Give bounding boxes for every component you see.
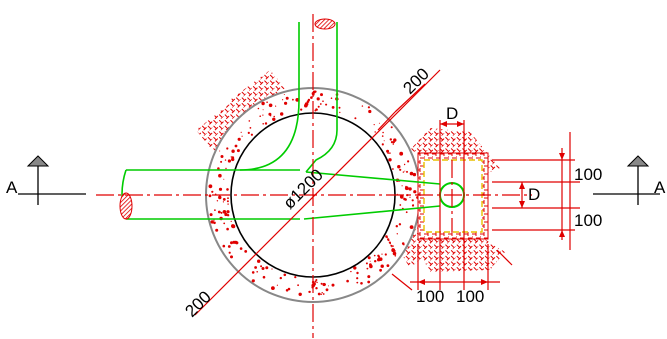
sleeve-diameter-right-label: D xyxy=(528,185,540,204)
main-pipe xyxy=(126,169,300,220)
pipes xyxy=(121,22,441,220)
clearance-top-label: 100 xyxy=(574,165,602,184)
wall-thickness-top-label: 200 xyxy=(399,64,432,97)
left-pipe-cap xyxy=(119,192,133,220)
sleeve-box xyxy=(417,152,489,240)
sleeve-diameter-top-label: D xyxy=(446,104,458,123)
clearance-left-label: 100 xyxy=(416,287,444,306)
outlet-pipe xyxy=(303,171,441,220)
section-label-left: A xyxy=(6,178,18,197)
section-label-right: A xyxy=(654,178,666,197)
clearance-right-label: 100 xyxy=(456,287,484,306)
centerlines xyxy=(96,14,532,338)
section-mark-right xyxy=(593,155,660,205)
clearance-bottom-label: 100 xyxy=(574,211,602,230)
section-mark-left xyxy=(18,155,86,205)
wall-thickness-bottom-label: 200 xyxy=(181,287,214,320)
top-pipe-cap xyxy=(314,18,336,30)
dimension-arrows xyxy=(418,121,565,285)
drop-pipe xyxy=(239,22,338,173)
pipe-end-caps xyxy=(119,18,336,220)
dimension-lines xyxy=(194,69,580,316)
